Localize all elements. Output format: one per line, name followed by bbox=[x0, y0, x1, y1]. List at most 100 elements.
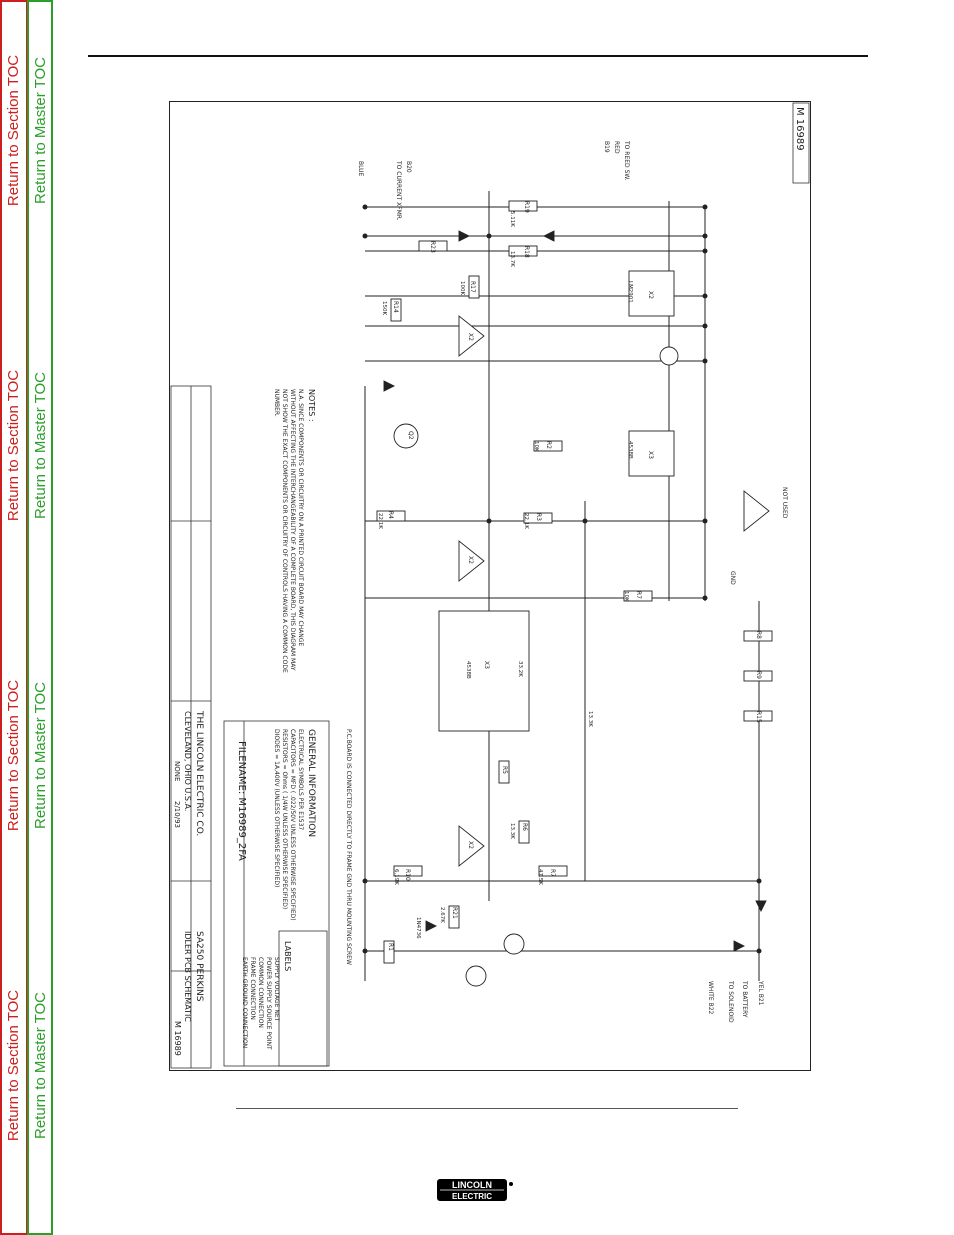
general-info-title: GENERAL INFORMATION bbox=[306, 729, 316, 837]
labels-item: COMMON CONNECTION bbox=[257, 957, 264, 1028]
component-label: R8 bbox=[755, 631, 762, 639]
component-label: R5 bbox=[501, 766, 508, 774]
drawing-scale: NONE bbox=[173, 761, 181, 781]
master-toc-label: Return to Master TOC bbox=[31, 681, 49, 829]
notes-line: WITHOUT AFFECTING THE INTERCHANGEABILITY… bbox=[289, 389, 296, 671]
filename: FILENAME: M16989_2FA bbox=[236, 741, 247, 861]
component-value: 22.1K bbox=[523, 513, 529, 529]
header-rule bbox=[88, 55, 868, 57]
section-toc-link[interactable]: Return to Section TOC bbox=[1, 335, 27, 555]
yel-wire-label: YEL B21 bbox=[757, 980, 764, 1006]
idler-pcb-schematic: THE LINCOLN ELECTRIC CO. CLEVELAND, OHIO… bbox=[170, 102, 810, 1069]
component-value: 10K bbox=[533, 441, 539, 452]
component-value: 33.2K bbox=[517, 661, 523, 677]
gnd-label: GND bbox=[729, 571, 736, 585]
component-value: 13.3K bbox=[587, 711, 593, 727]
pc-board-note: P.C.BOARD IS CONNECTED DIRECTLY TO FRAME… bbox=[345, 729, 352, 965]
component-label: Q2 bbox=[407, 431, 414, 440]
b19-label: B19 bbox=[603, 141, 610, 153]
drawing-date: 2/10/93 bbox=[173, 801, 181, 828]
component-label: X2 bbox=[467, 841, 474, 849]
company-name: THE LINCOLN ELECTRIC CO. bbox=[194, 710, 204, 836]
component-label: X3 bbox=[647, 451, 654, 459]
labels-item: EARTH GROUND CONNECTION bbox=[241, 957, 248, 1048]
schematic-frame bbox=[169, 101, 811, 1071]
component-label: R18 bbox=[523, 246, 530, 258]
component-label: X2 bbox=[647, 291, 654, 299]
labels-item: SUPPLY VOLTAGE NET bbox=[273, 957, 280, 1022]
to-reed-label: TO REED SW. bbox=[623, 140, 630, 181]
master-toc-label: Return to Master TOC bbox=[31, 56, 49, 204]
component-label: X2 bbox=[467, 556, 474, 564]
component-value: 4538B bbox=[465, 661, 471, 679]
footer-rule bbox=[236, 1108, 738, 1109]
section-toc-label: Return to Section TOC bbox=[5, 989, 23, 1141]
component-label: R17 bbox=[469, 281, 476, 293]
component-value: 10K bbox=[623, 591, 629, 602]
component-value: 47.5K bbox=[537, 869, 543, 885]
master-toc-label: Return to Master TOC bbox=[31, 991, 49, 1139]
notes-line: N.A. SINCE COMPONENTS OR CIRCUITRY ON A … bbox=[297, 389, 304, 646]
to-solenoid-label: TO SOLENOID bbox=[727, 980, 734, 1023]
labels-item: FRAME CONNECTION bbox=[249, 957, 256, 1020]
section-toc-label: Return to Section TOC bbox=[5, 54, 23, 206]
general-info-line: DIODES = 1A,400V (UNLESS OTHERWISE SPECI… bbox=[273, 729, 280, 887]
blue-wire-label: BLUE bbox=[357, 161, 364, 177]
section-toc-link[interactable]: Return to Section TOC bbox=[1, 645, 27, 865]
white-wire-label: WHITE B22 bbox=[707, 981, 714, 1015]
component-value: 6.19K bbox=[393, 869, 399, 885]
labels-title: LABELS bbox=[283, 941, 292, 971]
notes-title: NOTES : bbox=[307, 389, 316, 422]
component-label: R4 bbox=[387, 511, 394, 519]
component-value: 5.11K bbox=[509, 211, 515, 227]
lincoln-electric-logo: LINCOLN ELECTRIC bbox=[436, 1178, 516, 1202]
to-current-label: TO CURRENT XFMR. bbox=[395, 160, 402, 221]
general-info-line: ELECTRICAL SYMBOLS PER E1537 bbox=[297, 729, 304, 830]
company-city: CLEVELAND, OHIO U.S.A. bbox=[183, 711, 192, 811]
general-info-line: CAPACITORS = MFD ( .022/50V UNLESS OTHER… bbox=[289, 729, 296, 921]
component-label: R2 bbox=[545, 441, 552, 449]
component-label: R7 bbox=[549, 869, 556, 877]
component-value: 22.1K bbox=[377, 513, 383, 529]
not-used-label: NOT USED bbox=[781, 487, 788, 519]
component-value: 13.3K bbox=[509, 823, 515, 839]
to-battery-label: TO BATTERY bbox=[741, 980, 748, 1018]
svg-text:LINCOLN: LINCOLN bbox=[452, 1180, 492, 1190]
section-toc-link[interactable]: Return to Section TOC bbox=[1, 20, 27, 240]
component-label: R19 bbox=[523, 201, 530, 213]
master-toc-rail bbox=[27, 0, 53, 1235]
component-value: 1N4736 bbox=[415, 917, 421, 939]
section-toc-label: Return to Section TOC bbox=[5, 679, 23, 831]
section-toc-link[interactable]: Return to Section TOC bbox=[1, 955, 27, 1175]
master-toc-label: Return to Master TOC bbox=[31, 371, 49, 519]
notes-line: NOT SHOW THE EXACT COMPONENTS OR CIRCUIT… bbox=[281, 389, 288, 673]
sheet-number: M 16989 bbox=[173, 1021, 182, 1056]
component-label: R6 bbox=[521, 823, 528, 831]
drawing-subject: IDLER PCB SCHEMATIC bbox=[183, 931, 192, 1022]
master-toc-link[interactable]: Return to Master TOC bbox=[27, 20, 53, 240]
component-value: LM2901 bbox=[627, 281, 633, 303]
component-label: R10 bbox=[404, 869, 411, 881]
component-label: X3 bbox=[483, 661, 490, 669]
master-toc-link[interactable]: Return to Master TOC bbox=[27, 955, 53, 1175]
red-wire-label: RED bbox=[613, 141, 620, 154]
equipment-type: SA250 PERKINS bbox=[194, 931, 204, 1002]
component-label: R7 bbox=[635, 591, 642, 599]
component-value: 150K bbox=[381, 301, 387, 315]
section-toc-label: Return to Section TOC bbox=[5, 369, 23, 521]
drawing-number: M 16989 bbox=[794, 107, 805, 151]
component-value: 100K bbox=[459, 281, 465, 295]
master-toc-link[interactable]: Return to Master TOC bbox=[27, 335, 53, 555]
general-info-line: RESISTORS = Ohms ( 1/4W UNLESS OTHERWISE… bbox=[281, 729, 288, 909]
component-value: 4538B bbox=[627, 441, 633, 459]
b20-label: B20 bbox=[405, 161, 412, 173]
component-label: R1 bbox=[387, 943, 394, 951]
master-toc-link[interactable]: Return to Master TOC bbox=[27, 645, 53, 865]
component-value: 13.7K bbox=[509, 251, 515, 267]
component-label: R23 bbox=[429, 241, 436, 253]
component-label: R21 bbox=[451, 907, 458, 919]
component-label: R9 bbox=[755, 671, 762, 679]
svg-text:ELECTRIC: ELECTRIC bbox=[452, 1192, 492, 1201]
component-label: R14 bbox=[392, 301, 399, 313]
component-label: R3 bbox=[535, 513, 542, 521]
